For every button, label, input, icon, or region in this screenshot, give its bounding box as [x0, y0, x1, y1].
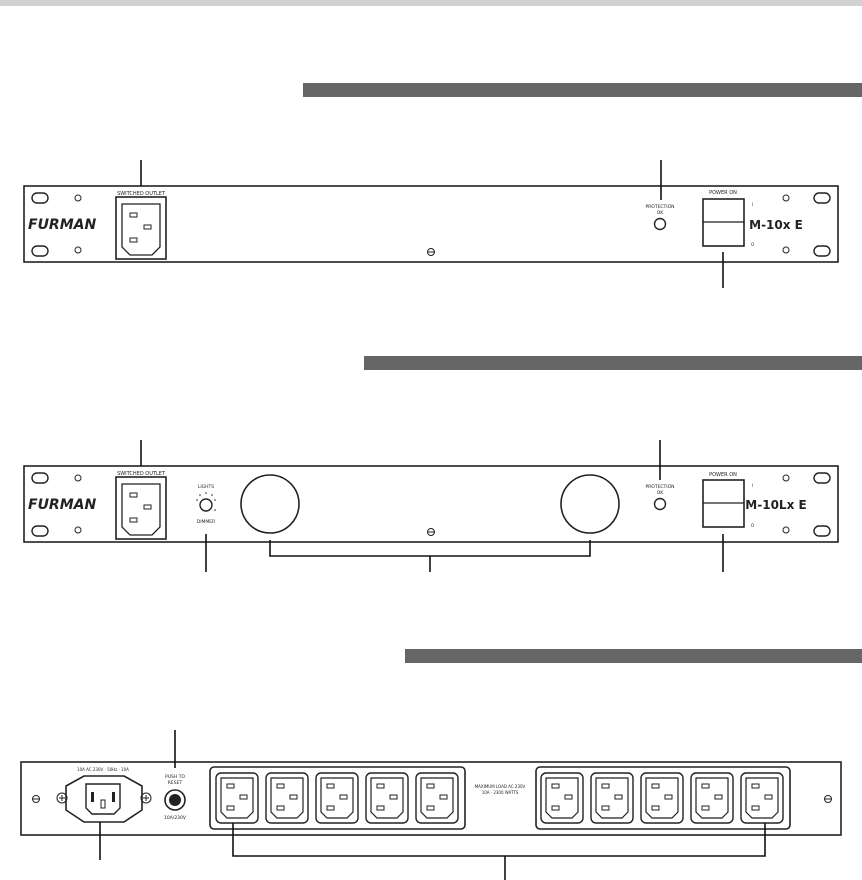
- iec-outlet: [540, 772, 584, 824]
- screw: [782, 526, 790, 534]
- iec-outlet: [640, 772, 684, 824]
- front-panel-m10x: FURMAN SWITCHED OUTLET PROTECTION OK POW…: [23, 185, 839, 263]
- switched-outlet: [115, 476, 167, 540]
- iec-outlet: [215, 772, 259, 824]
- screw: [32, 795, 40, 803]
- screw: [782, 194, 790, 202]
- breaker-rating: 10A/230V: [164, 815, 187, 821]
- switch-off-mark: O: [751, 242, 754, 247]
- screw: [74, 474, 82, 482]
- model-label: M-10x E: [749, 218, 803, 232]
- rack-slot: [813, 525, 831, 537]
- section-header-bar-front-1: [303, 83, 862, 97]
- dimmer-label: DIMMER: [197, 519, 216, 525]
- section-header-bar-front-2: [364, 356, 862, 370]
- outlet-bank-right: [535, 766, 791, 830]
- rack-slot: [31, 525, 49, 537]
- rear-outlets: [215, 772, 784, 824]
- switch-on-mark: I: [752, 483, 753, 488]
- rack-light-right: [560, 474, 620, 534]
- rack-slot: [813, 472, 831, 484]
- iec-outlet: [690, 772, 734, 824]
- switch-off-mark: O: [751, 523, 754, 528]
- protection-led: [653, 217, 667, 231]
- iec-outlet: [740, 772, 784, 824]
- switched-outlet: [115, 196, 167, 260]
- rack-slot: [31, 192, 49, 204]
- iec-outlet: [365, 772, 409, 824]
- protection-label: PROTECTION: [645, 484, 674, 490]
- circuit-breaker: [164, 789, 186, 811]
- protection-led: [653, 497, 667, 511]
- reset-label: RESET: [168, 780, 183, 786]
- max-load-label: MAXIMUM LOAD AC 230V: [475, 784, 526, 789]
- screw: [782, 474, 790, 482]
- protection-ok-label: OK: [657, 490, 665, 496]
- model-label: M-10Lx E: [745, 498, 806, 512]
- outlet-bank-left: [209, 766, 466, 830]
- max-load-watts: 10A · 2300 WATTS: [482, 790, 519, 795]
- screw: [74, 194, 82, 202]
- screw-center: [427, 248, 435, 256]
- protection-label: PROTECTION: [645, 204, 674, 210]
- rack-slot: [31, 245, 49, 257]
- rack-light-left: [240, 474, 300, 534]
- rack-slot: [813, 245, 831, 257]
- screw: [74, 246, 82, 254]
- switched-outlet-label: SWITCHED OUTLET: [117, 191, 166, 197]
- switch-on-mark: I: [752, 202, 753, 207]
- screw-center: [427, 528, 435, 536]
- rack-slot: [813, 192, 831, 204]
- power-on-label: POWER ON: [709, 190, 737, 196]
- brand-logo: FURMAN: [28, 497, 96, 513]
- screw: [824, 795, 832, 803]
- leader-bracket: [232, 823, 766, 857]
- protection-ok-label: OK: [657, 210, 665, 216]
- screw: [782, 246, 790, 254]
- lights-label: LIGHTS: [198, 484, 214, 490]
- rack-slot: [31, 472, 49, 484]
- rear-panel: 10A AC 230V · 50Hz · 10A PUSH TO RESET 1…: [20, 761, 842, 836]
- dimmer-knob: [199, 498, 213, 512]
- brand-logo: FURMAN: [28, 217, 96, 233]
- switched-outlet-label: SWITCHED OUTLET: [117, 471, 166, 477]
- front-panel-m10lx: FURMAN SWITCHED OUTLET LIGHTS DIMMER PRO…: [23, 465, 839, 543]
- top-border: [0, 0, 862, 6]
- power-inlet: [65, 775, 143, 823]
- section-header-bar-rear: [405, 649, 862, 663]
- inlet-label: 10A AC 230V · 50Hz · 10A: [77, 767, 129, 772]
- iec-outlet: [265, 772, 309, 824]
- power-on-label: POWER ON: [709, 472, 737, 478]
- iec-outlet: [315, 772, 359, 824]
- iec-outlet: [415, 772, 459, 824]
- screw: [74, 526, 82, 534]
- iec-outlet: [590, 772, 634, 824]
- push-to-reset-label: PUSH TO: [165, 774, 185, 780]
